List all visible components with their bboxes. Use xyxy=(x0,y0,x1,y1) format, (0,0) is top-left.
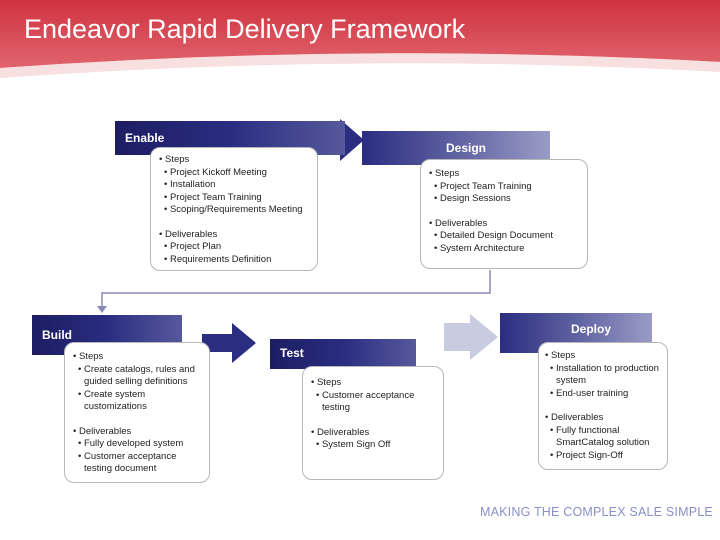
connector-arrowhead xyxy=(97,306,107,313)
enable-step: • Installation xyxy=(164,179,216,190)
design-step: • Project Team Training xyxy=(434,180,532,192)
enable-step: • Project Kickoff Meeting xyxy=(164,166,267,178)
design-deliverable: • System Architecture xyxy=(434,242,525,254)
test-deliverables-heading: • Deliverables xyxy=(311,426,370,438)
test-steps-heading: • Steps xyxy=(311,377,342,388)
enable-step: • Scoping/Requirements Meeting xyxy=(164,204,303,215)
deploy-card: • Steps • Installation to production sys… xyxy=(538,342,668,470)
enable-deliverable: • Requirements Definition xyxy=(164,253,272,265)
build-deliverables-heading: • Deliverables xyxy=(73,425,132,437)
build-steps-heading: • Steps xyxy=(73,351,104,362)
design-to-build-connector xyxy=(101,270,491,306)
design-steps-heading: • Steps xyxy=(429,168,460,179)
build-step: guided selling definitions xyxy=(84,376,188,387)
deploy-step: system xyxy=(556,375,587,386)
page-title: Endeavor Rapid Delivery Framework xyxy=(24,14,466,44)
build-label: Build xyxy=(42,328,72,342)
deploy-deliverable: • Project Sign-Off xyxy=(550,449,623,461)
build-deliverable: • Fully developed system xyxy=(78,438,184,449)
build-deliverable: testing document xyxy=(84,463,157,474)
design-deliverables-heading: • Deliverables xyxy=(429,217,488,229)
deploy-steps-heading: • Steps xyxy=(545,350,576,361)
deploy-deliverable: • Fully functional xyxy=(550,424,620,436)
build-card: • Steps • Create catalogs, rules and gui… xyxy=(64,342,210,483)
test-to-deploy-arrow xyxy=(444,314,498,360)
company-tagline: MAKING THE COMPLEX SALE SIMPLE xyxy=(480,505,713,519)
test-step: • Customer acceptance xyxy=(316,389,415,401)
enable-step: • Project Team Training xyxy=(164,191,262,203)
design-card: • Steps • Project Team Training • Design… xyxy=(420,159,588,269)
build-step: • Create catalogs, rules and xyxy=(78,363,195,375)
test-tab: Test xyxy=(270,339,416,369)
enable-deliverable: • Project Plan xyxy=(164,241,222,252)
build-step: • Create system xyxy=(78,388,146,400)
design-step: • Design Sessions xyxy=(434,193,511,204)
test-step: testing xyxy=(322,402,350,413)
enable-steps-heading: • Steps xyxy=(159,154,190,165)
test-card: • Steps • Customer acceptance testing • … xyxy=(302,366,444,480)
deploy-deliverable: SmartCatalog solution xyxy=(556,437,650,448)
build-to-test-arrow xyxy=(202,323,256,363)
header-banner: Endeavor Rapid Delivery Framework xyxy=(0,0,720,80)
header-background xyxy=(0,0,720,78)
enable-label: Enable xyxy=(125,131,165,145)
test-label: Test xyxy=(280,346,304,360)
design-deliverable: • Detailed Design Document xyxy=(434,230,553,241)
build-deliverable: • Customer acceptance xyxy=(78,450,177,462)
deploy-step: • End-user training xyxy=(550,387,629,399)
build-step: customizations xyxy=(84,401,147,412)
deploy-step: • Installation to production xyxy=(550,362,659,374)
enable-deliverables-heading: • Deliverables xyxy=(159,228,218,240)
deploy-label: Deploy xyxy=(570,322,611,336)
deploy-deliverables-heading: • Deliverables xyxy=(545,412,604,423)
design-label: Design xyxy=(445,141,486,155)
enable-card: • Steps • Project Kickoff Meeting • Inst… xyxy=(150,147,318,271)
enable-to-design-arrow xyxy=(340,119,364,161)
test-deliverable: • System Sign Off xyxy=(316,439,391,450)
